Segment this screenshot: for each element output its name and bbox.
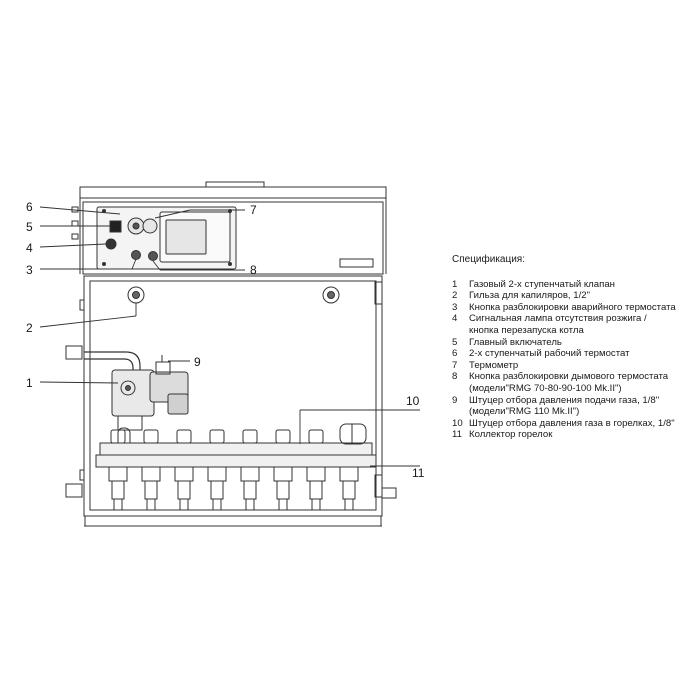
thermometer-display [159,211,231,263]
spec-item-number: 11 [452,429,462,441]
gas-valve [111,355,189,449]
callout-numbers: 6 5 4 3 2 1 7 8 9 10 11 [26,200,425,480]
spec-item-text: кнопка перезапуска котла [469,324,584,336]
callout-6: 6 [26,200,33,214]
capillary-well-left [127,286,145,304]
callout-8: 8 [250,263,257,277]
control-panel [82,201,384,275]
spec-rows: 1 Газовый 2-х ступенчатый клапан 2 Гильза д… [452,279,692,441]
spec-item-number: 6 [452,348,458,360]
spec-item-number [452,383,469,395]
spec-item: 9 Штуцер отбора давления подачи газа, 1/8… [452,395,692,407]
spec-item: 11 Коллектор горелок [452,429,692,441]
specification-list: Спецификация: 1 Газовый 2-х ступенчатый к… [452,254,692,441]
spec-item-number: 8 [452,371,458,383]
callout-1: 1 [26,376,33,390]
callout-5: 5 [26,220,33,234]
spec-item-text: Главный включатель [469,336,562,348]
burner-manifold [95,423,377,468]
spec-item-text: Сигнальная лампа отсутствия розжига / [469,313,647,325]
spec-item-number: 1 [452,278,458,290]
spec-item-text: 2-х ступенчатый рабочий термостат [469,348,630,360]
spec-item-text: (модели"RMG 70-80-90-100 Mk.II") [469,382,622,394]
spec-item-number [452,325,469,337]
operating-thermostat-knob [127,217,145,235]
thermostat-knob-right [142,218,158,234]
main-switch [109,220,122,233]
spec-item-text: Термометр [469,359,519,371]
capillary-well-right [322,286,340,304]
callout-10: 10 [406,394,420,408]
spec-item: кнопка перезапуска котла [452,325,692,337]
spec-item-number: 9 [452,394,458,406]
gas-supply-pipe [84,351,141,376]
callout-2: 2 [26,321,33,335]
spec-item-text: Штуцер отбора давления подачи газа, 1/8" [469,394,660,406]
panel-screws [102,209,232,266]
flue-thermostat-reset [148,251,158,261]
spec-title: Спецификация: [452,254,525,265]
spec-item: (модели"RMG 70-80-90-100 Mk.II") [452,383,692,395]
spec-item-text: Кнопка разблокировки аварийного термоста… [469,301,676,313]
callout-3: 3 [26,263,33,277]
spec-item-number [452,406,469,418]
burner-tips [110,429,324,444]
spec-item: 5 Главный включатель [452,337,692,349]
spec-item: 10 Штуцер отбора давления газа в горелках… [452,418,692,430]
burner-nozzles [108,466,359,511]
emergency-thermostat-reset [131,250,141,260]
spec-item-number: 2 [452,290,458,302]
spec-item-text: Коллектор горелок [469,429,553,441]
spec-item-number: 10 [452,417,463,429]
callout-leaders [39,206,420,467]
callout-9: 9 [194,355,201,369]
spec-item: (модели"RMG 110 Mk.II") [452,406,692,418]
boiler-body [65,275,397,527]
callout-7: 7 [250,203,257,217]
spec-item: 2 Гильза для капиляров, 1/2" [452,290,692,302]
spec-item-number: 5 [452,336,458,348]
spec-item: 7 Термометр [452,360,692,372]
spec-item-number: 7 [452,359,458,371]
boiler-top-cap [79,181,387,274]
spec-item-text: Кнопка разблокировки дымового термостата [469,371,669,383]
spec-item: 8 Кнопка разблокировки дымового термостат… [452,371,692,383]
left-fittings [71,206,79,240]
spec-item: 3 Кнопка разблокировки аварийного термост… [452,302,692,314]
spec-item: 6 2-х ступенчатый рабочий термостат [452,348,692,360]
spec-item: 4 Сигнальная лампа отсутствия розжига / [452,313,692,325]
spec-item-text: Газовый 2-х ступенчатый клапан [469,278,615,290]
spec-item-number: 4 [452,313,458,325]
spec-item-text: Гильза для капиляров, 1/2" [469,290,590,302]
spec-item-text: Штуцер отбора давления газа в горелках, … [469,417,675,429]
callout-11: 11 [412,466,425,480]
spec-item: 1 Газовый 2-х ступенчатый клапан [452,279,692,291]
spec-item-text: (модели"RMG 110 Mk.II") [469,406,580,418]
callout-4: 4 [26,241,33,255]
spec-item-number: 3 [452,301,458,313]
ignition-lamp [105,238,117,250]
